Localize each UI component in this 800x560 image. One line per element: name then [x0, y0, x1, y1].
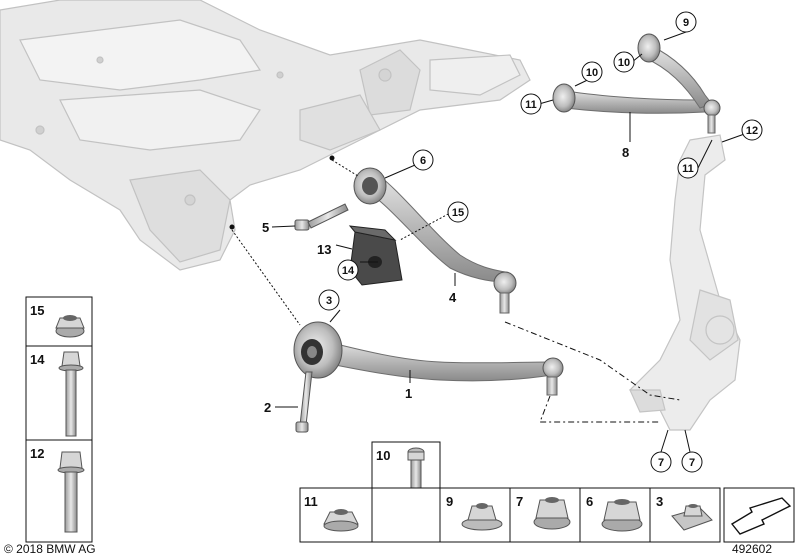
- legend-num-12: 12: [30, 446, 44, 461]
- callout-7-left: 7: [650, 451, 672, 473]
- flange-nut-large-icon: [601, 499, 643, 532]
- legend-num-3: 3: [656, 494, 663, 509]
- callout-15: 15: [447, 201, 469, 223]
- legend-num-10: 10: [376, 448, 390, 463]
- label-2: 2: [264, 400, 271, 415]
- svg-text:15: 15: [452, 207, 464, 219]
- svg-text:12: 12: [746, 125, 758, 137]
- label-5: 5: [262, 220, 269, 235]
- svg-text:6: 6: [420, 155, 426, 167]
- callout-7-right: 7: [681, 451, 703, 473]
- rubber-mount: [348, 225, 403, 286]
- svg-text:7: 7: [658, 457, 664, 469]
- collar-nut-icon: [533, 497, 571, 530]
- bolt-2: [295, 371, 313, 433]
- legend-num-14: 14: [30, 352, 45, 367]
- callout-10-upper: 10: [613, 51, 635, 73]
- svg-text:14: 14: [342, 265, 355, 277]
- steering-knuckle: [629, 134, 741, 431]
- hex-bolt-long-icon: [58, 351, 84, 437]
- parts-legend-left: 15 14 12: [25, 296, 93, 543]
- callout-12: 12: [741, 119, 763, 141]
- svg-text:3: 3: [326, 295, 332, 307]
- parts-legend-bottom: 10 11 9 7: [299, 441, 795, 543]
- copyright-text: © 2018 BMW AG: [4, 542, 96, 556]
- label-4: 4: [449, 290, 457, 305]
- nut-plate-icon: [671, 504, 713, 531]
- callout-11-left: 11: [520, 93, 542, 115]
- callout-9: 9: [675, 11, 697, 33]
- label-1: 1: [405, 386, 412, 401]
- lock-nut-washer-icon: [461, 503, 503, 531]
- subframe: [0, 0, 531, 271]
- flange-nut-icon: [55, 315, 85, 338]
- label-8: 8: [622, 145, 629, 160]
- label-13: 13: [317, 242, 331, 257]
- direction-arrow-icon: [730, 497, 792, 535]
- bolt-5: [294, 203, 349, 231]
- upper-control-arm: [552, 33, 721, 134]
- svg-text:10: 10: [586, 67, 598, 79]
- svg-text:11: 11: [682, 163, 694, 175]
- tension-strut: [353, 167, 517, 314]
- hex-bolt-icon: [57, 451, 85, 533]
- callout-10-lower: 10: [581, 61, 603, 83]
- callout-11-right: 11: [677, 157, 699, 179]
- callout-14: 14: [337, 259, 359, 281]
- legend-num-6: 6: [586, 494, 593, 509]
- callout-6: 6: [412, 149, 434, 171]
- legend-num-15: 15: [30, 303, 44, 318]
- svg-text:10: 10: [618, 57, 630, 69]
- image-number: 492602: [731, 542, 772, 556]
- svg-text:7: 7: [689, 457, 695, 469]
- callout-3: 3: [318, 289, 340, 311]
- svg-text:11: 11: [525, 99, 537, 111]
- hex-nut-icon: [323, 509, 359, 532]
- wishbone: [293, 321, 564, 396]
- svg-text:9: 9: [683, 17, 689, 29]
- legend-num-7: 7: [516, 494, 523, 509]
- leader-lines: [229, 31, 751, 453]
- legend-num-9: 9: [446, 494, 453, 509]
- legend-num-11: 11: [304, 494, 318, 509]
